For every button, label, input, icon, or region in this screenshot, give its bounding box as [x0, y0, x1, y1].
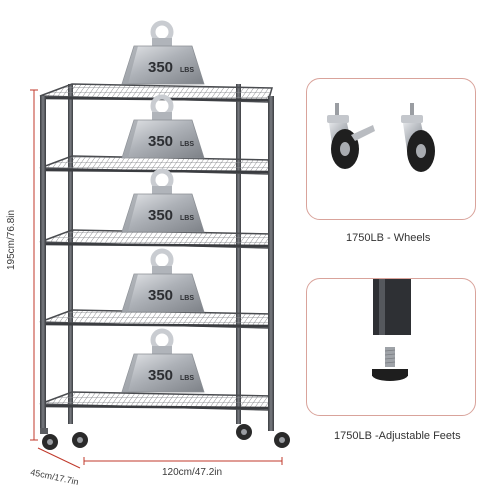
caster-wheels-image: [327, 103, 435, 172]
weight-unit: LBS: [180, 215, 194, 222]
wheels-panel: [306, 78, 476, 220]
weight-unit: LBS: [180, 295, 194, 302]
feet-panel: [306, 278, 476, 416]
weight-350lbs: 350 LBS: [121, 168, 205, 233]
pole-back-right: [236, 84, 241, 424]
weight-label: 350: [148, 59, 173, 76]
adjustable-feet-image: [372, 279, 411, 381]
shelf-casters: [40, 424, 290, 450]
width-label: 120cm/47.2in: [162, 467, 223, 478]
wheels-caption: 1750LB - Wheels: [346, 232, 431, 244]
weight-unit: LBS: [180, 141, 194, 148]
caster-wheel: [401, 103, 435, 172]
weight-unit: LBS: [180, 67, 194, 74]
pole-front-left: [40, 96, 46, 431]
weight-350lbs: 350 LBS: [121, 94, 205, 159]
leveling-screw: [385, 347, 395, 367]
width-dimension-line: [83, 457, 283, 465]
height-dimension-line: [30, 89, 38, 441]
shelf-front-edge: [39, 242, 271, 248]
height-label: 195cm/76.8in: [6, 209, 17, 270]
shelf-front-edge: [39, 404, 271, 410]
shelf-front-edge: [39, 322, 271, 328]
caster-wheel-with-brake: [327, 103, 375, 169]
weight-label: 350: [148, 133, 173, 150]
pole-back-left: [68, 84, 73, 424]
weight-350lbs: 350 LBS: [121, 20, 205, 85]
feet-caption: 1750LB -Adjustable Feets: [334, 430, 461, 442]
weight-unit: LBS: [180, 375, 194, 382]
weight-label: 350: [148, 287, 173, 304]
pole-end: [373, 279, 411, 335]
pole-front-right: [268, 96, 274, 431]
weight-350lbs: 350 LBS: [121, 248, 205, 313]
weight-label: 350: [148, 367, 173, 384]
depth-dimension-line: [37, 447, 81, 469]
weight-label: 350: [148, 207, 173, 224]
weight-350lbs: 350 LBS: [121, 328, 205, 393]
